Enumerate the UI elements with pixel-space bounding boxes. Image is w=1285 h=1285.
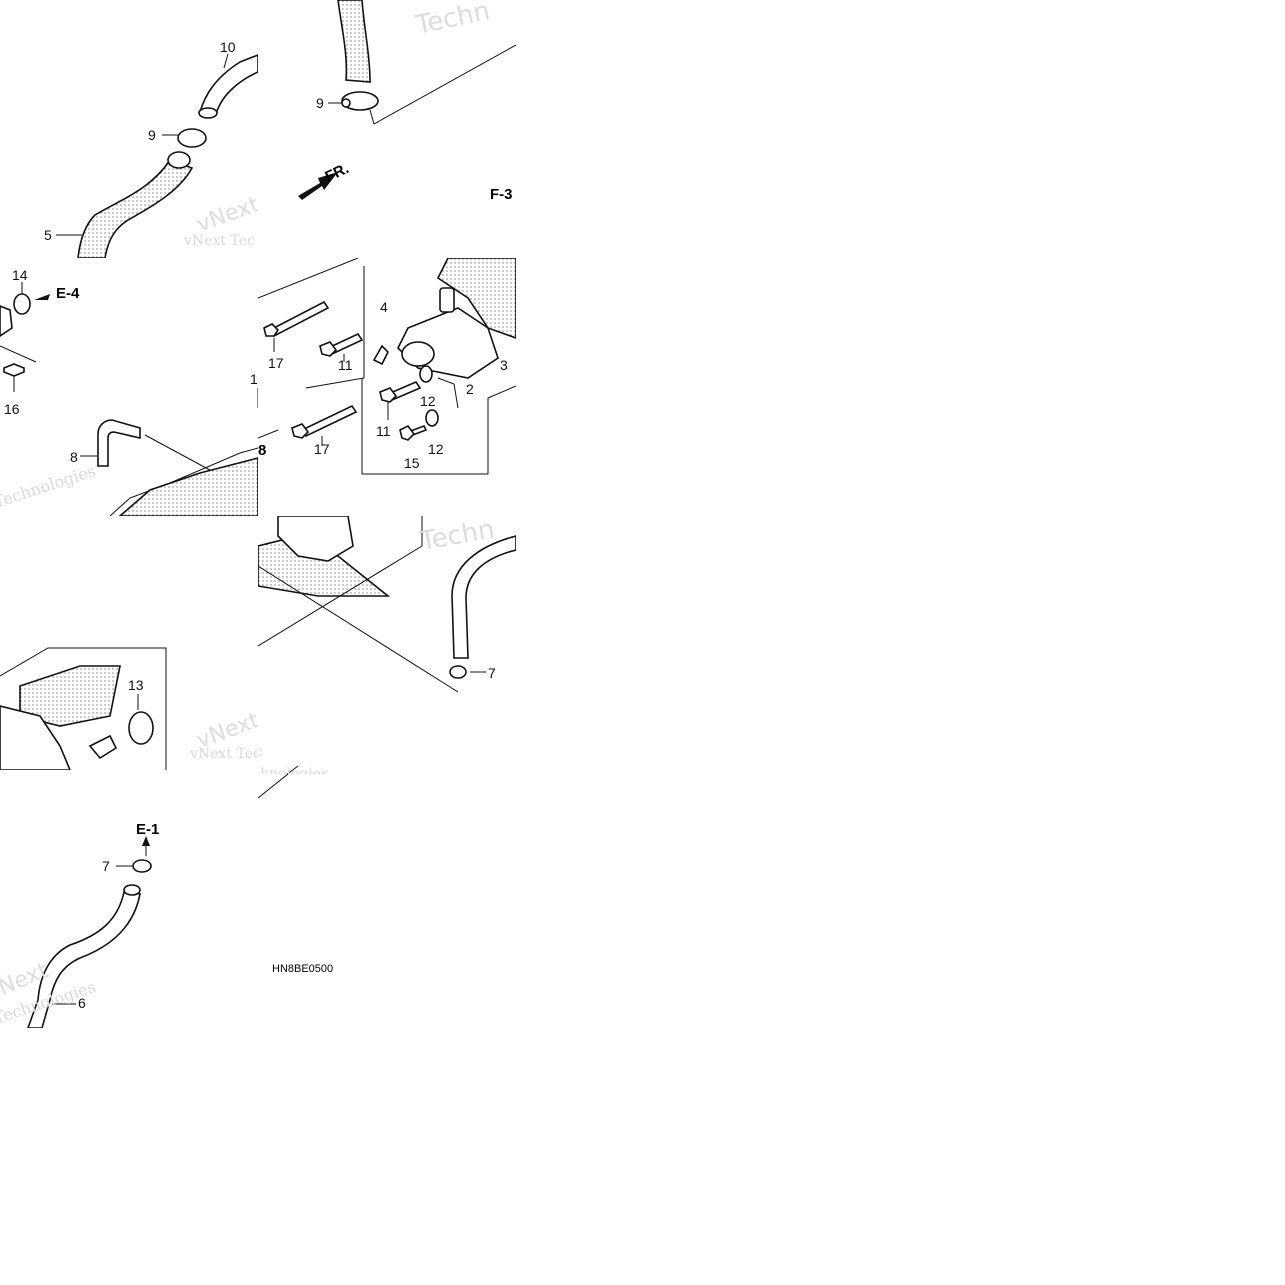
callout-8: 8 bbox=[70, 449, 78, 465]
watermark: Techn bbox=[412, 0, 492, 41]
callout-5: 5 bbox=[44, 227, 52, 243]
bolt-head bbox=[319, 341, 338, 357]
watermark: Technologies bbox=[0, 461, 98, 512]
callout-17: 17 bbox=[314, 441, 330, 457]
watermark: vNext bbox=[194, 192, 258, 238]
bolt-head bbox=[379, 387, 398, 403]
callout-11: 11 bbox=[338, 357, 353, 373]
ref-f3: F-3 bbox=[490, 186, 513, 203]
callout-15: 15 bbox=[404, 455, 420, 471]
hose-clamp-7 bbox=[449, 665, 467, 679]
hose-7-line bbox=[451, 535, 516, 659]
tile-drawing-code: HN8BE0500 bbox=[258, 774, 516, 1028]
bolt-head bbox=[291, 423, 310, 439]
upper-right-drawing: FR. F-3 9 Techn bbox=[298, 0, 516, 203]
bolt-head bbox=[399, 424, 416, 441]
hose-end bbox=[198, 107, 218, 119]
watermark: vNext Tec bbox=[258, 744, 263, 760]
tile-upper-hose: 10 9 5 vNext Tec vNext bbox=[0, 0, 258, 258]
bolt-17b bbox=[300, 404, 358, 438]
pump-inlet bbox=[401, 341, 435, 367]
bolt-16 bbox=[3, 363, 25, 377]
fitting bbox=[0, 305, 13, 337]
callout-9: 9 bbox=[148, 127, 156, 143]
callout-14: 14 bbox=[12, 267, 28, 283]
ref-arrow-icon bbox=[34, 294, 50, 300]
hose-10 bbox=[198, 54, 258, 115]
callout-17: 17 bbox=[268, 355, 284, 371]
watermark: hnologies bbox=[260, 766, 328, 774]
hose-8 bbox=[97, 419, 141, 467]
impeller-shaft bbox=[88, 734, 118, 760]
ref-e1: E-1 bbox=[136, 821, 159, 838]
ref-arrow-icon bbox=[142, 836, 150, 846]
bolt-17a bbox=[268, 300, 330, 338]
hose-5 bbox=[77, 159, 194, 258]
callout-4: 4 bbox=[380, 299, 388, 315]
tile-water-pump: 17 11 4 3 2 12 11 12 15 17 8 bbox=[258, 258, 516, 516]
hose-6 bbox=[27, 891, 141, 1028]
bottom-left-drawing: E-1 7 6 Technologies vNext bbox=[0, 821, 159, 1028]
lower-left-drawing: 13 vNext Tec vNext bbox=[0, 647, 258, 770]
drawing-code: HN8BE0500 bbox=[272, 963, 333, 975]
pump-outlet bbox=[439, 287, 455, 313]
front-arrow-icon bbox=[298, 172, 338, 200]
callout-16: 16 bbox=[4, 401, 20, 417]
lower-right-drawing: 7 Techn vNext Tec hnologies bbox=[258, 516, 516, 774]
tile-bottom-left: E-1 7 6 Technologies vNext bbox=[0, 770, 258, 1028]
pump-cover bbox=[277, 516, 354, 562]
front-arrow-label: FR. bbox=[323, 160, 352, 186]
callout-9: 9 bbox=[316, 95, 324, 111]
o-ring-13 bbox=[128, 711, 154, 745]
clamp-screw bbox=[341, 98, 351, 108]
callout-13: 13 bbox=[128, 677, 144, 693]
callout-7: 7 bbox=[102, 858, 110, 874]
tile-lower-right: 7 Techn vNext Tec hnologies bbox=[258, 516, 516, 774]
bolt-head bbox=[263, 323, 280, 337]
watermark: vNext Tec bbox=[183, 233, 255, 249]
callout-3: 3 bbox=[500, 357, 508, 373]
hose-clamp-7 bbox=[132, 859, 152, 873]
washer-12b bbox=[425, 409, 439, 427]
drawing-code-area: HN8BE0500 bbox=[258, 774, 333, 975]
callout-1: 1 bbox=[250, 371, 258, 387]
callout-12: 12 bbox=[420, 393, 436, 409]
tile-lower-left: 13 vNext Tec vNext bbox=[0, 516, 258, 770]
callout-6: 6 bbox=[78, 995, 86, 1011]
tile-upper-right: FR. F-3 9 Techn bbox=[258, 0, 516, 258]
watermark: vNext Tec bbox=[189, 746, 258, 762]
callout-2: 2 bbox=[466, 381, 474, 397]
water-pump-drawing: 17 11 4 3 2 12 11 12 15 17 8 bbox=[258, 258, 516, 475]
ref-e4: E-4 bbox=[56, 285, 80, 302]
o-ring-14 bbox=[13, 293, 31, 315]
washer-12a bbox=[419, 365, 433, 383]
callout-12: 12 bbox=[428, 441, 444, 457]
callout-7: 7 bbox=[488, 665, 496, 681]
callout-10: 10 bbox=[220, 39, 236, 55]
hose-upper bbox=[337, 0, 371, 83]
pump-housing bbox=[0, 705, 71, 770]
callout-11: 11 bbox=[376, 423, 391, 439]
middle-left-drawing: 14 E-4 16 8 1 Technologies bbox=[0, 267, 258, 516]
tile-middle-left: 14 E-4 16 8 1 Technologies bbox=[0, 258, 258, 516]
ref-8: 8 bbox=[258, 442, 266, 459]
cover-hatch bbox=[118, 457, 258, 516]
hose-clamp-9 bbox=[177, 128, 207, 148]
hose-end bbox=[123, 884, 141, 896]
upper-hose-drawing: 10 9 5 vNext Tec vNext bbox=[44, 39, 258, 258]
hose-end bbox=[167, 151, 191, 169]
bracket-4 bbox=[372, 344, 389, 366]
